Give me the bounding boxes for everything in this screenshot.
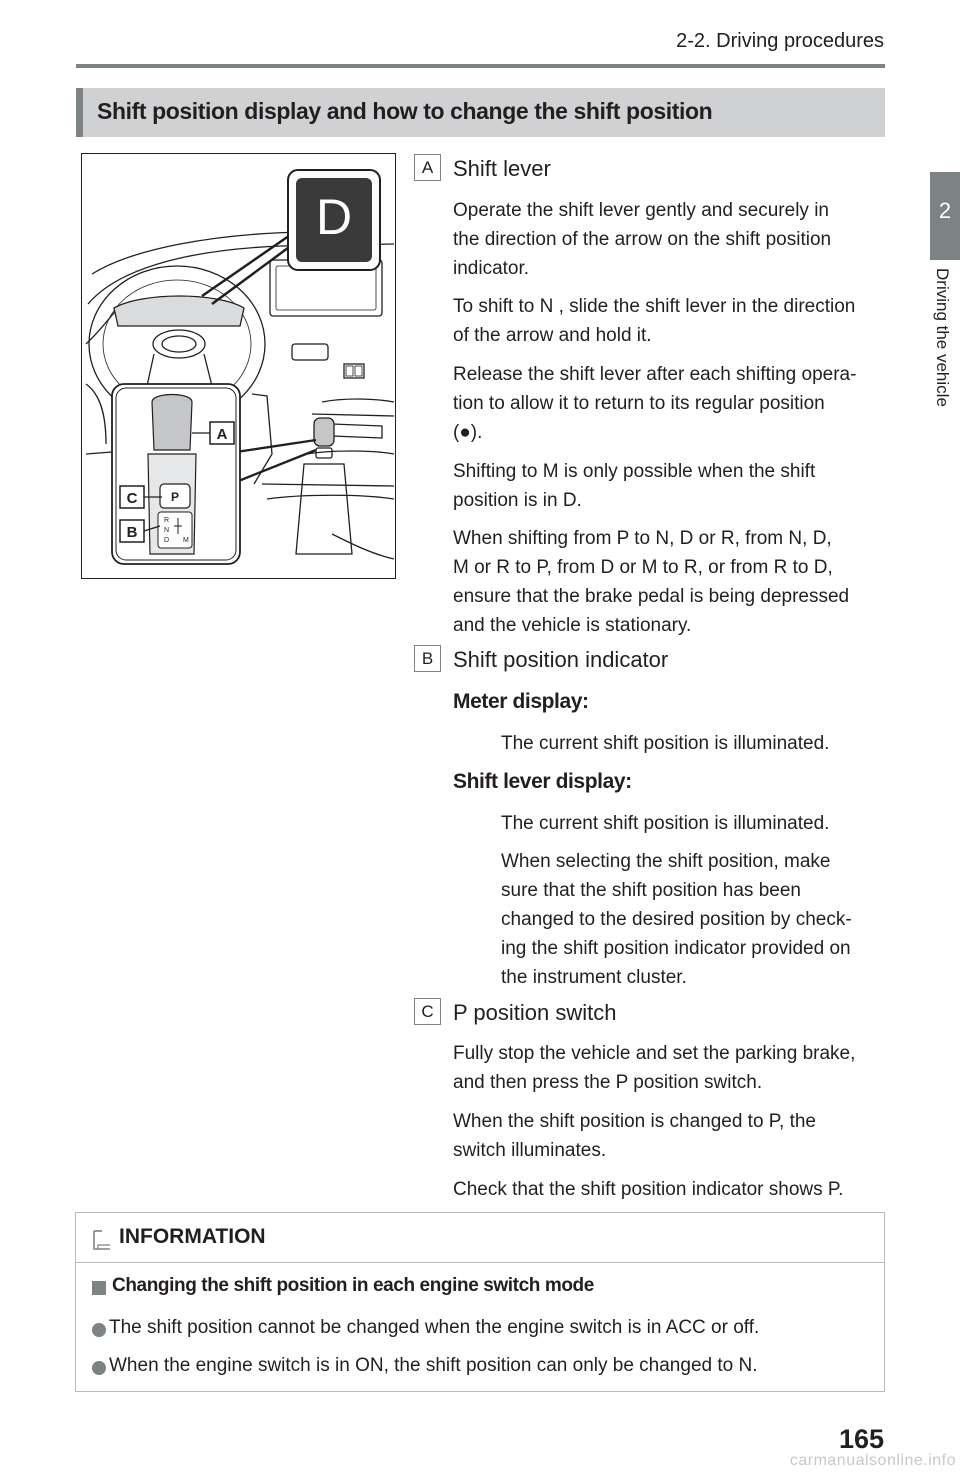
display-letter: D [316, 189, 352, 245]
text-line: M or R to P, from D or M to R, or from R… [453, 557, 833, 578]
text-line: tion to allow it to return to its regula… [453, 393, 825, 414]
square-bullet [92, 1281, 106, 1295]
item-a-title: Shift lever [453, 156, 551, 181]
text-line: When the shift position is changed to P,… [453, 1111, 816, 1132]
item-a-letter: A [414, 154, 441, 181]
text-line: the direction of the arrow on the shift … [453, 229, 832, 250]
text-line: (●). [453, 422, 483, 443]
item-c-paragraph-2: When the shift position is changed to P,… [453, 1107, 816, 1165]
item-c-paragraph-1: Fully stop the vehicle and set the parki… [453, 1039, 855, 1097]
item-a-paragraph-2: To shift to N , slide the shift lever in… [453, 292, 855, 350]
shift-lever-display-text: The current shift position is illuminate… [501, 813, 830, 834]
shift-lever-display-heading: Shift lever display: [453, 770, 632, 793]
text-line: and then press the P position switch. [453, 1072, 763, 1093]
information-bullet-1: The shift position cannot be changed whe… [109, 1317, 760, 1338]
text-line: sure that the shift position has been [501, 880, 801, 901]
text-line: Fully stop the vehicle and set the parki… [453, 1043, 856, 1064]
information-subheading: Changing the shift position in each engi… [112, 1275, 594, 1296]
text-line: Shifting to M is only possible when the … [453, 461, 816, 482]
meter-display-text: The current shift position is illuminate… [501, 733, 830, 754]
chapter-number: 2 [938, 198, 952, 223]
text-line: ing the shift position indicator provide… [501, 938, 851, 959]
text-line: Release the shift lever after each shift… [453, 364, 857, 385]
section-title: Shift position display and how to change… [97, 98, 713, 124]
text-line: Operate the shift lever gently and secur… [453, 200, 829, 221]
information-header: INFORMATION [76, 1213, 884, 1263]
item-a-paragraph-1: Operate the shift lever gently and secur… [453, 196, 831, 283]
text-line: the instrument cluster. [501, 967, 687, 988]
section-title-bar: Shift position display and how to change… [76, 88, 885, 137]
item-a-paragraph-4: Shifting to M is only possible when the … [453, 457, 815, 515]
information-bullet-2: When the engine switch is in ON, the shi… [109, 1355, 758, 1376]
text-line: indicator. [453, 258, 530, 279]
text-line: position is in D. [453, 490, 582, 511]
chapter-label-text: Driving the vehicle [933, 268, 952, 407]
item-a-paragraph-3: Release the shift lever after each shift… [453, 360, 856, 447]
callout-b: B [127, 524, 138, 541]
bullet-dot [92, 1361, 106, 1375]
item-b-letter: B [414, 645, 441, 672]
text-line: switch illuminates. [453, 1140, 607, 1161]
meter-display-heading: Meter display: [453, 690, 589, 713]
item-c-letter: C [414, 998, 441, 1025]
p-button-letter: P [171, 490, 179, 504]
item-a-paragraph-5: When shifting from P to N, D or R, from … [453, 524, 849, 640]
text-line: ensure that the brake pedal is being dep… [453, 586, 850, 607]
chapter-tab [930, 172, 960, 260]
shift-lever-illustration: D P R N D M A C [81, 153, 396, 579]
information-box: INFORMATION Changing the shift position … [75, 1212, 885, 1392]
running-header: 2-2. Driving procedures [676, 30, 884, 52]
item-b-title: Shift position indicator [453, 647, 669, 672]
page-number: 165 [838, 1424, 884, 1454]
text-line: To shift to N , slide the shift lever in… [453, 296, 856, 317]
callout-a: A [217, 426, 228, 443]
gate-letter-r: R [164, 517, 169, 524]
item-c-title: P position switch [453, 1000, 617, 1025]
text-line: of the arrow and hold it. [453, 325, 652, 346]
bullet-dot [92, 1323, 106, 1337]
callout-c: C [127, 490, 138, 507]
chapter-label: Driving the vehicle [930, 268, 960, 438]
interior-drawing: D P R N D M A C [85, 169, 395, 565]
information-title: INFORMATION [119, 1225, 266, 1248]
text-line: and the vehicle is stationary. [453, 615, 692, 636]
text-line: When selecting the shift position, make [501, 851, 831, 872]
gate-letter-m: M [183, 537, 189, 544]
gate-letter-n: N [164, 527, 169, 534]
text-line: changed to the desired position by check… [501, 909, 852, 930]
item-c-paragraph-3: Check that the shift position indicator … [453, 1175, 843, 1204]
information-icon [93, 1230, 110, 1250]
shift-lever-display-note: When selecting the shift position, make … [501, 847, 852, 992]
text-line: When shifting from P to N, D or R, from … [453, 528, 832, 549]
header-rule [76, 64, 885, 68]
watermark: carmanualsonline.info [789, 1452, 956, 1469]
text-line: Check that the shift position indicator … [453, 1179, 844, 1200]
gate-letter-d: D [164, 537, 169, 544]
